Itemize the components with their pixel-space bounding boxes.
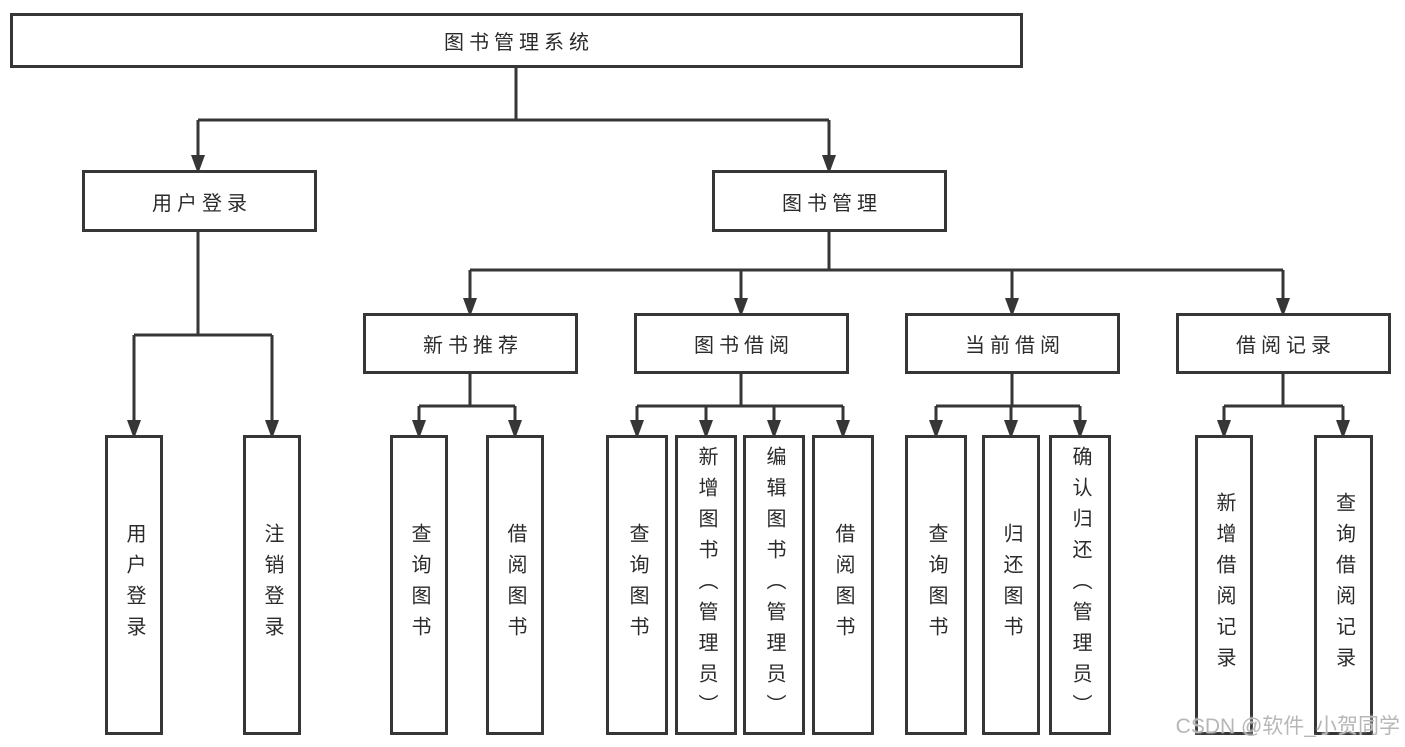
arrowhead-down-icon bbox=[822, 155, 836, 174]
arrowheads bbox=[127, 155, 1350, 439]
node-label: 查询图书 bbox=[408, 523, 430, 647]
csdn-watermark: CSDN @软件_小贺同学 bbox=[1175, 715, 1400, 738]
leaf-records-add-record: 新增借阅记录 bbox=[1195, 435, 1253, 735]
node-label: 归还图书 bbox=[1000, 523, 1022, 647]
arrowhead-down-icon bbox=[1336, 420, 1350, 439]
connector-records-to-leaves bbox=[1222, 374, 1345, 422]
arrowhead-down-icon bbox=[508, 420, 522, 439]
node-label: 查询图书 bbox=[925, 523, 947, 647]
arrowhead-down-icon bbox=[265, 420, 279, 439]
node-label: 用户登录 bbox=[152, 192, 252, 215]
node-label: 用户登录 bbox=[123, 523, 145, 647]
leaf-newbook-query-books: 查询图书 bbox=[390, 435, 448, 735]
node-book-management: 图书管理 bbox=[712, 170, 947, 232]
node-current-borrowing: 当前借阅 bbox=[905, 313, 1120, 374]
node-label: 借阅记录 bbox=[1236, 335, 1336, 357]
arrowhead-down-icon bbox=[1004, 420, 1018, 439]
node-borrowing-records: 借阅记录 bbox=[1176, 313, 1391, 374]
connector-root-to-level2 bbox=[196, 68, 831, 158]
leaf-borrow-add-book-admin: 新增图书（管理员） bbox=[675, 435, 737, 735]
node-label: 新书推荐 bbox=[423, 335, 523, 357]
connector-borrow-to-leaves bbox=[635, 374, 845, 422]
node-label: 新增图书（管理员） bbox=[695, 445, 717, 725]
arrowhead-down-icon bbox=[412, 420, 426, 439]
arrowhead-down-icon bbox=[767, 420, 781, 439]
leaf-borrow-query-books: 查询图书 bbox=[606, 435, 668, 735]
connector-newbook-to-leaves bbox=[417, 374, 517, 422]
node-label: 确认归还（管理员） bbox=[1069, 445, 1091, 725]
leaf-borrow-borrow-books: 借阅图书 bbox=[812, 435, 874, 735]
arrowhead-down-icon bbox=[929, 420, 943, 439]
connector-current-to-leaves bbox=[934, 374, 1082, 422]
node-user-login: 用户登录 bbox=[82, 170, 317, 232]
leaf-logout: 注销登录 bbox=[243, 435, 301, 735]
node-label: 借阅图书 bbox=[832, 523, 854, 647]
node-label: 查询借阅记录 bbox=[1332, 492, 1355, 678]
node-label: 注销登录 bbox=[261, 523, 283, 647]
leaf-current-confirm-return-admin: 确认归还（管理员） bbox=[1049, 435, 1111, 735]
leaf-borrow-edit-book-admin: 编辑图书（管理员） bbox=[743, 435, 805, 735]
node-label: 查询图书 bbox=[626, 523, 648, 647]
arrowhead-down-icon bbox=[1073, 420, 1087, 439]
leaf-current-return-book: 归还图书 bbox=[982, 435, 1040, 735]
node-new-book-recommendation: 新书推荐 bbox=[363, 313, 578, 374]
leaf-user-login: 用户登录 bbox=[105, 435, 163, 735]
connector-bookmgmt-to-level3 bbox=[468, 232, 1285, 300]
node-label: 图书管理系统 bbox=[444, 32, 594, 54]
arrowhead-down-icon bbox=[463, 298, 477, 317]
arrowhead-down-icon bbox=[127, 420, 141, 439]
arrowhead-down-icon bbox=[699, 420, 713, 439]
arrowhead-down-icon bbox=[1217, 420, 1231, 439]
arrowhead-down-icon bbox=[191, 155, 205, 174]
node-library-management-system: 图书管理系统 bbox=[10, 13, 1023, 68]
node-label: 当前借阅 bbox=[965, 335, 1065, 357]
leaf-current-query-books: 查询图书 bbox=[905, 435, 967, 735]
node-label: 图书借阅 bbox=[694, 335, 794, 357]
arrowhead-down-icon bbox=[1005, 298, 1019, 317]
leaf-records-query-record: 查询借阅记录 bbox=[1314, 435, 1373, 735]
node-label: 图书管理 bbox=[782, 192, 882, 215]
arrowhead-down-icon bbox=[630, 420, 644, 439]
node-label: 编辑图书（管理员） bbox=[763, 445, 785, 725]
arrowhead-down-icon bbox=[836, 420, 850, 439]
arrowhead-down-icon bbox=[1276, 298, 1290, 317]
node-label: 借阅图书 bbox=[504, 523, 526, 647]
node-label: 新增借阅记录 bbox=[1213, 492, 1235, 678]
node-book-borrowing: 图书借阅 bbox=[634, 313, 849, 374]
connector-userlogin-to-leaves bbox=[132, 232, 274, 422]
arrowhead-down-icon bbox=[734, 298, 748, 317]
leaf-newbook-borrow-books: 借阅图书 bbox=[486, 435, 544, 735]
connectors bbox=[132, 68, 1345, 422]
